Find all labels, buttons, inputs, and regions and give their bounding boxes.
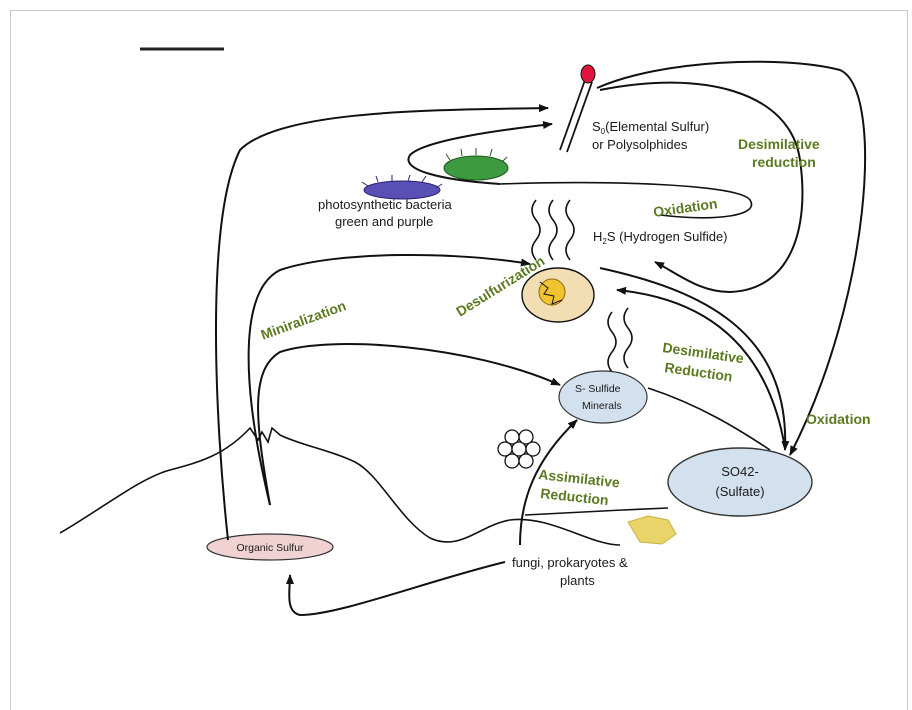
egg-icon: [522, 268, 594, 322]
sulfur-crystal-icon: [628, 516, 676, 544]
desimilative-reduction-top-label-1: Desimilative: [738, 136, 820, 152]
purple-bacteria-icon: [362, 175, 442, 199]
miniralization-label: Miniralization: [259, 297, 349, 343]
fungi-label-1: fungi, prokaryotes &: [512, 555, 628, 570]
gas-wavy-lines-top: [532, 200, 574, 260]
green-bacteria-icon: [444, 148, 508, 180]
fungi-label-2: plants: [560, 573, 595, 588]
svg-text:H2S (Hydrogen Sulfide): H2S (Hydrogen Sulfide): [593, 229, 728, 246]
sulfate-label-1: SO42-: [721, 464, 759, 479]
h2s-label: H2S (Hydrogen Sulfide): [593, 229, 728, 246]
photo-bacteria-label-1: photosynthetic bacteria: [318, 197, 452, 212]
elemental-sulfur-label: S0(Elemental Sulfur) or Polysolphides: [592, 119, 709, 152]
photo-bacteria-label-2: green and purple: [335, 214, 433, 229]
svg-text:S0(Elemental Sulfur): S0(Elemental Sulfur): [592, 119, 709, 136]
sulfide-minerals-label-2: Minerals: [582, 400, 622, 412]
svg-text:or Polysolphides: or Polysolphides: [592, 137, 688, 152]
desimilative-reduction-top-label-2: reduction: [752, 154, 816, 170]
sulfide-minerals-label-1: S- Sulfide: [575, 383, 621, 395]
assimilative-reduction-label-2: Reduction: [540, 485, 610, 508]
oxidation-top-label: Oxidation: [652, 195, 718, 220]
sulfur-cycle-diagram: S0(Elemental Sulfur) or Polysolphides ph…: [0, 0, 912, 694]
match-icon: [560, 65, 595, 152]
sulfate-node: [668, 448, 812, 516]
sulfide-minerals-node: [559, 371, 647, 423]
gas-wavy-lines-mid: [608, 308, 632, 372]
spores-icon: [498, 430, 540, 468]
oxidation-right-label: Oxidation: [806, 411, 871, 427]
sulfate-label-2: (Sulfate): [715, 484, 764, 499]
organic-sulfur-label: Organic Sulfur: [236, 542, 304, 554]
